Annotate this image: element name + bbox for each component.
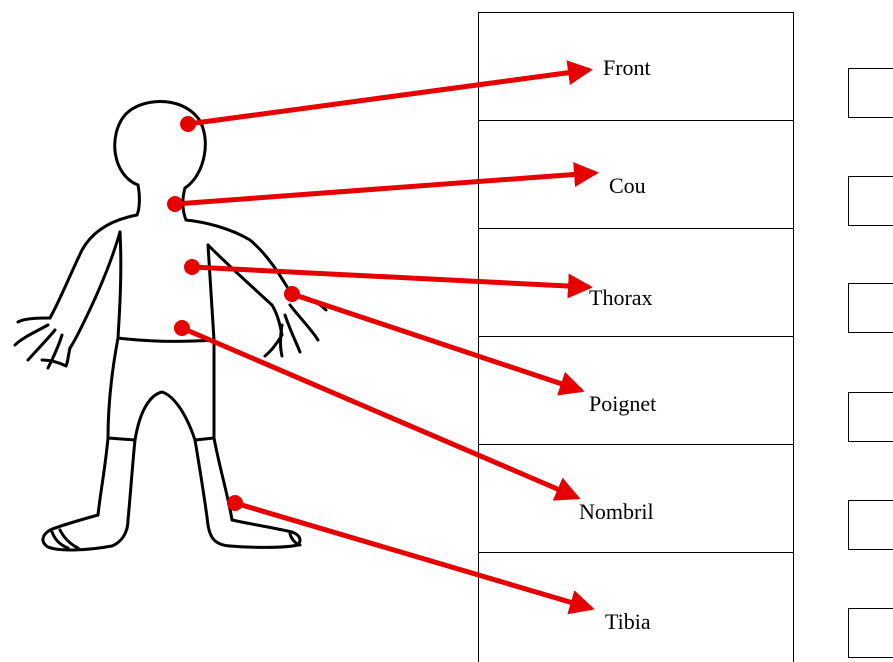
arrow-tibia-dot: [227, 495, 243, 511]
arrow-cou-dot: [167, 196, 183, 212]
arrow-thorax-dot: [184, 259, 200, 275]
arrow-nombril: [182, 328, 576, 497]
arrow-nombril-dot: [174, 320, 190, 336]
arrow-front-dot: [180, 116, 196, 132]
arrow-poignet-dot: [284, 286, 300, 302]
arrow-thorax: [192, 267, 588, 287]
arrow-tibia: [235, 503, 590, 608]
arrow-front: [188, 70, 588, 124]
arrow-cou: [175, 173, 594, 204]
arrow-poignet: [292, 294, 580, 390]
